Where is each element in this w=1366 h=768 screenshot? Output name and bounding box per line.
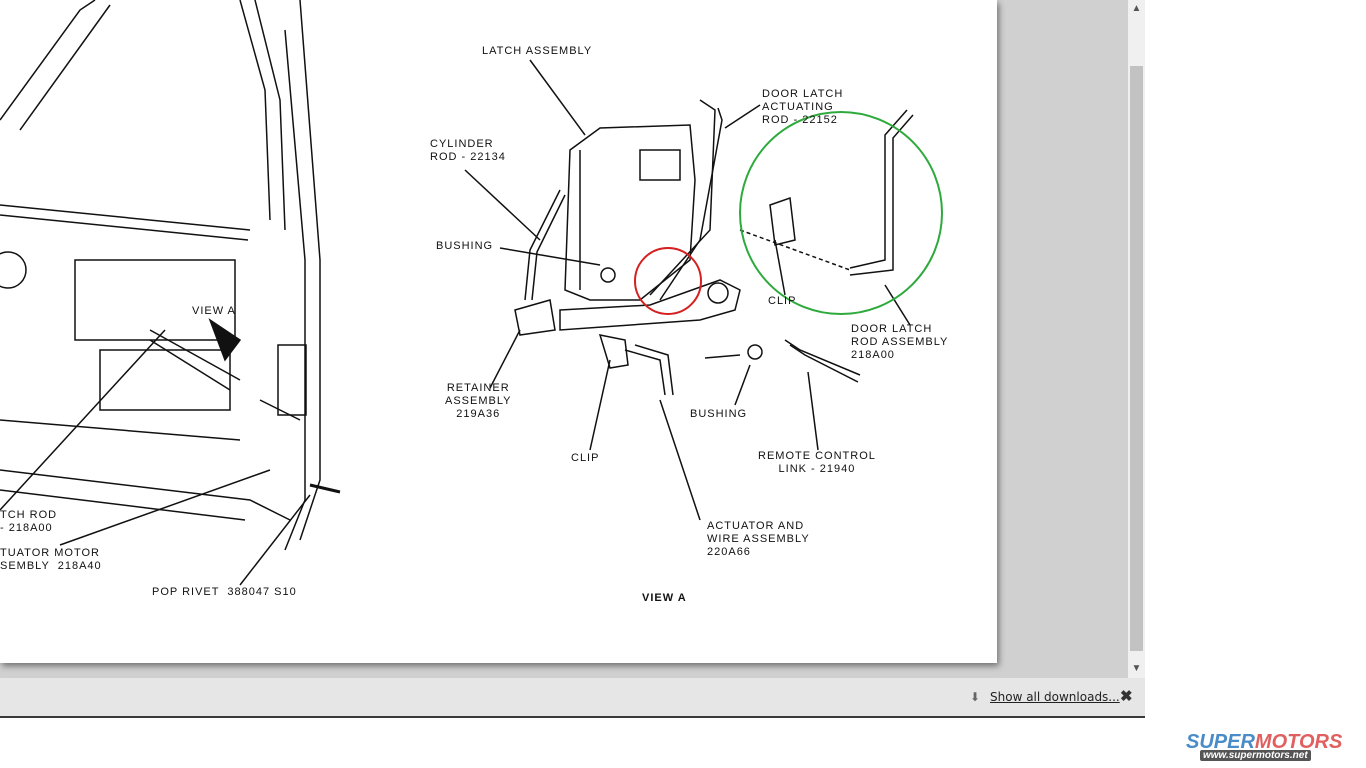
- scroll-down-button[interactable]: ▼: [1131, 663, 1142, 674]
- highlight-circle-green: [739, 111, 943, 315]
- logo-text-motors: MOTORS: [1254, 731, 1343, 753]
- highlight-circle-red: [634, 247, 702, 315]
- label-latch-assembly: LATCH ASSEMBLY: [482, 45, 593, 57]
- label-bushing-bottom: BUSHING: [690, 408, 748, 420]
- show-all-downloads-link[interactable]: Show all downloads...: [990, 690, 1120, 704]
- label-pop-rivet: POP RIVET 388047 S10: [152, 586, 297, 598]
- label-latch-rod-left: TCH ROD - 218A00: [0, 509, 58, 534]
- scrollbar-thumb[interactable]: [1130, 66, 1143, 651]
- label-door-latch-actuating-rod: DOOR LATCH ACTUATING ROD - 22152: [762, 88, 844, 126]
- label-clip-bottom: CLIP: [571, 452, 600, 464]
- label-actuator-motor: TUATOR MOTOR SEMBLY 218A40: [0, 547, 102, 572]
- label-cylinder-rod: CYLINDER ROD - 22134: [430, 138, 506, 163]
- supermotors-watermark: SUPERMOTORS www.supermotors.net: [1186, 731, 1361, 765]
- scroll-up-button[interactable]: ▲: [1131, 3, 1142, 14]
- logo-text-super: SUPER: [1186, 731, 1255, 753]
- label-remote-control-link: REMOTE CONTROL LINK - 21940: [758, 450, 876, 475]
- label-view-a-callout: VIEW A: [192, 305, 236, 317]
- label-clip-right: CLIP: [768, 295, 797, 307]
- diagram-image: LATCH ASSEMBLY DOOR LATCH ACTUATING ROD …: [0, 0, 997, 663]
- image-viewport: LATCH ASSEMBLY DOOR LATCH ACTUATING ROD …: [0, 0, 1128, 678]
- door-latch-diagram: [0, 0, 943, 586]
- label-bushing-top: BUSHING: [436, 240, 494, 252]
- label-view-a-title: VIEW A: [642, 592, 687, 604]
- download-icon: ⬇: [970, 690, 981, 704]
- label-actuator-wire-assembly: ACTUATOR AND WIRE ASSEMBLY 220A66: [707, 520, 810, 558]
- close-icon[interactable]: ✖: [1120, 688, 1133, 705]
- logo-url: www.supermotors.net: [1200, 750, 1311, 761]
- label-retainer-assembly: RETAINER ASSEMBLY 219A36: [445, 382, 512, 420]
- label-door-latch-rod-assembly: DOOR LATCH ROD ASSEMBLY 218A00: [851, 323, 949, 361]
- downloads-bar: ⬇ Show all downloads... ✖: [0, 678, 1145, 718]
